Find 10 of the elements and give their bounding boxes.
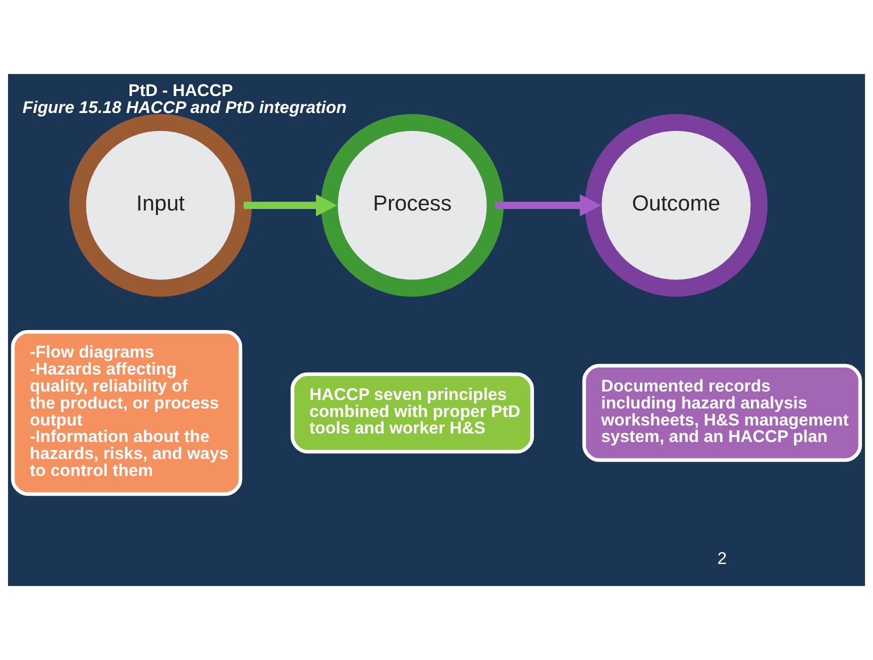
diagram-title: PtD - HACCP (128, 81, 233, 100)
node-circle: Input (69, 114, 252, 297)
label: 2 (717, 548, 727, 568)
node-box: -Flow diagrams -Hazards affecting quality, reliability of the product, or process output -Information about the hazards, risks, and ways to control them (11, 330, 242, 496)
node-box: HACCP seven principles combined with proper PtD tools and worker H&S (290, 372, 534, 454)
node-box: Documented records including hazard analysis worksheets, H&S management system, and an HACCP plan (582, 364, 862, 462)
arrow (244, 194, 338, 216)
node-circle: Process (320, 114, 504, 297)
node-circle: Outcome (584, 114, 768, 297)
arrow (495, 194, 601, 216)
